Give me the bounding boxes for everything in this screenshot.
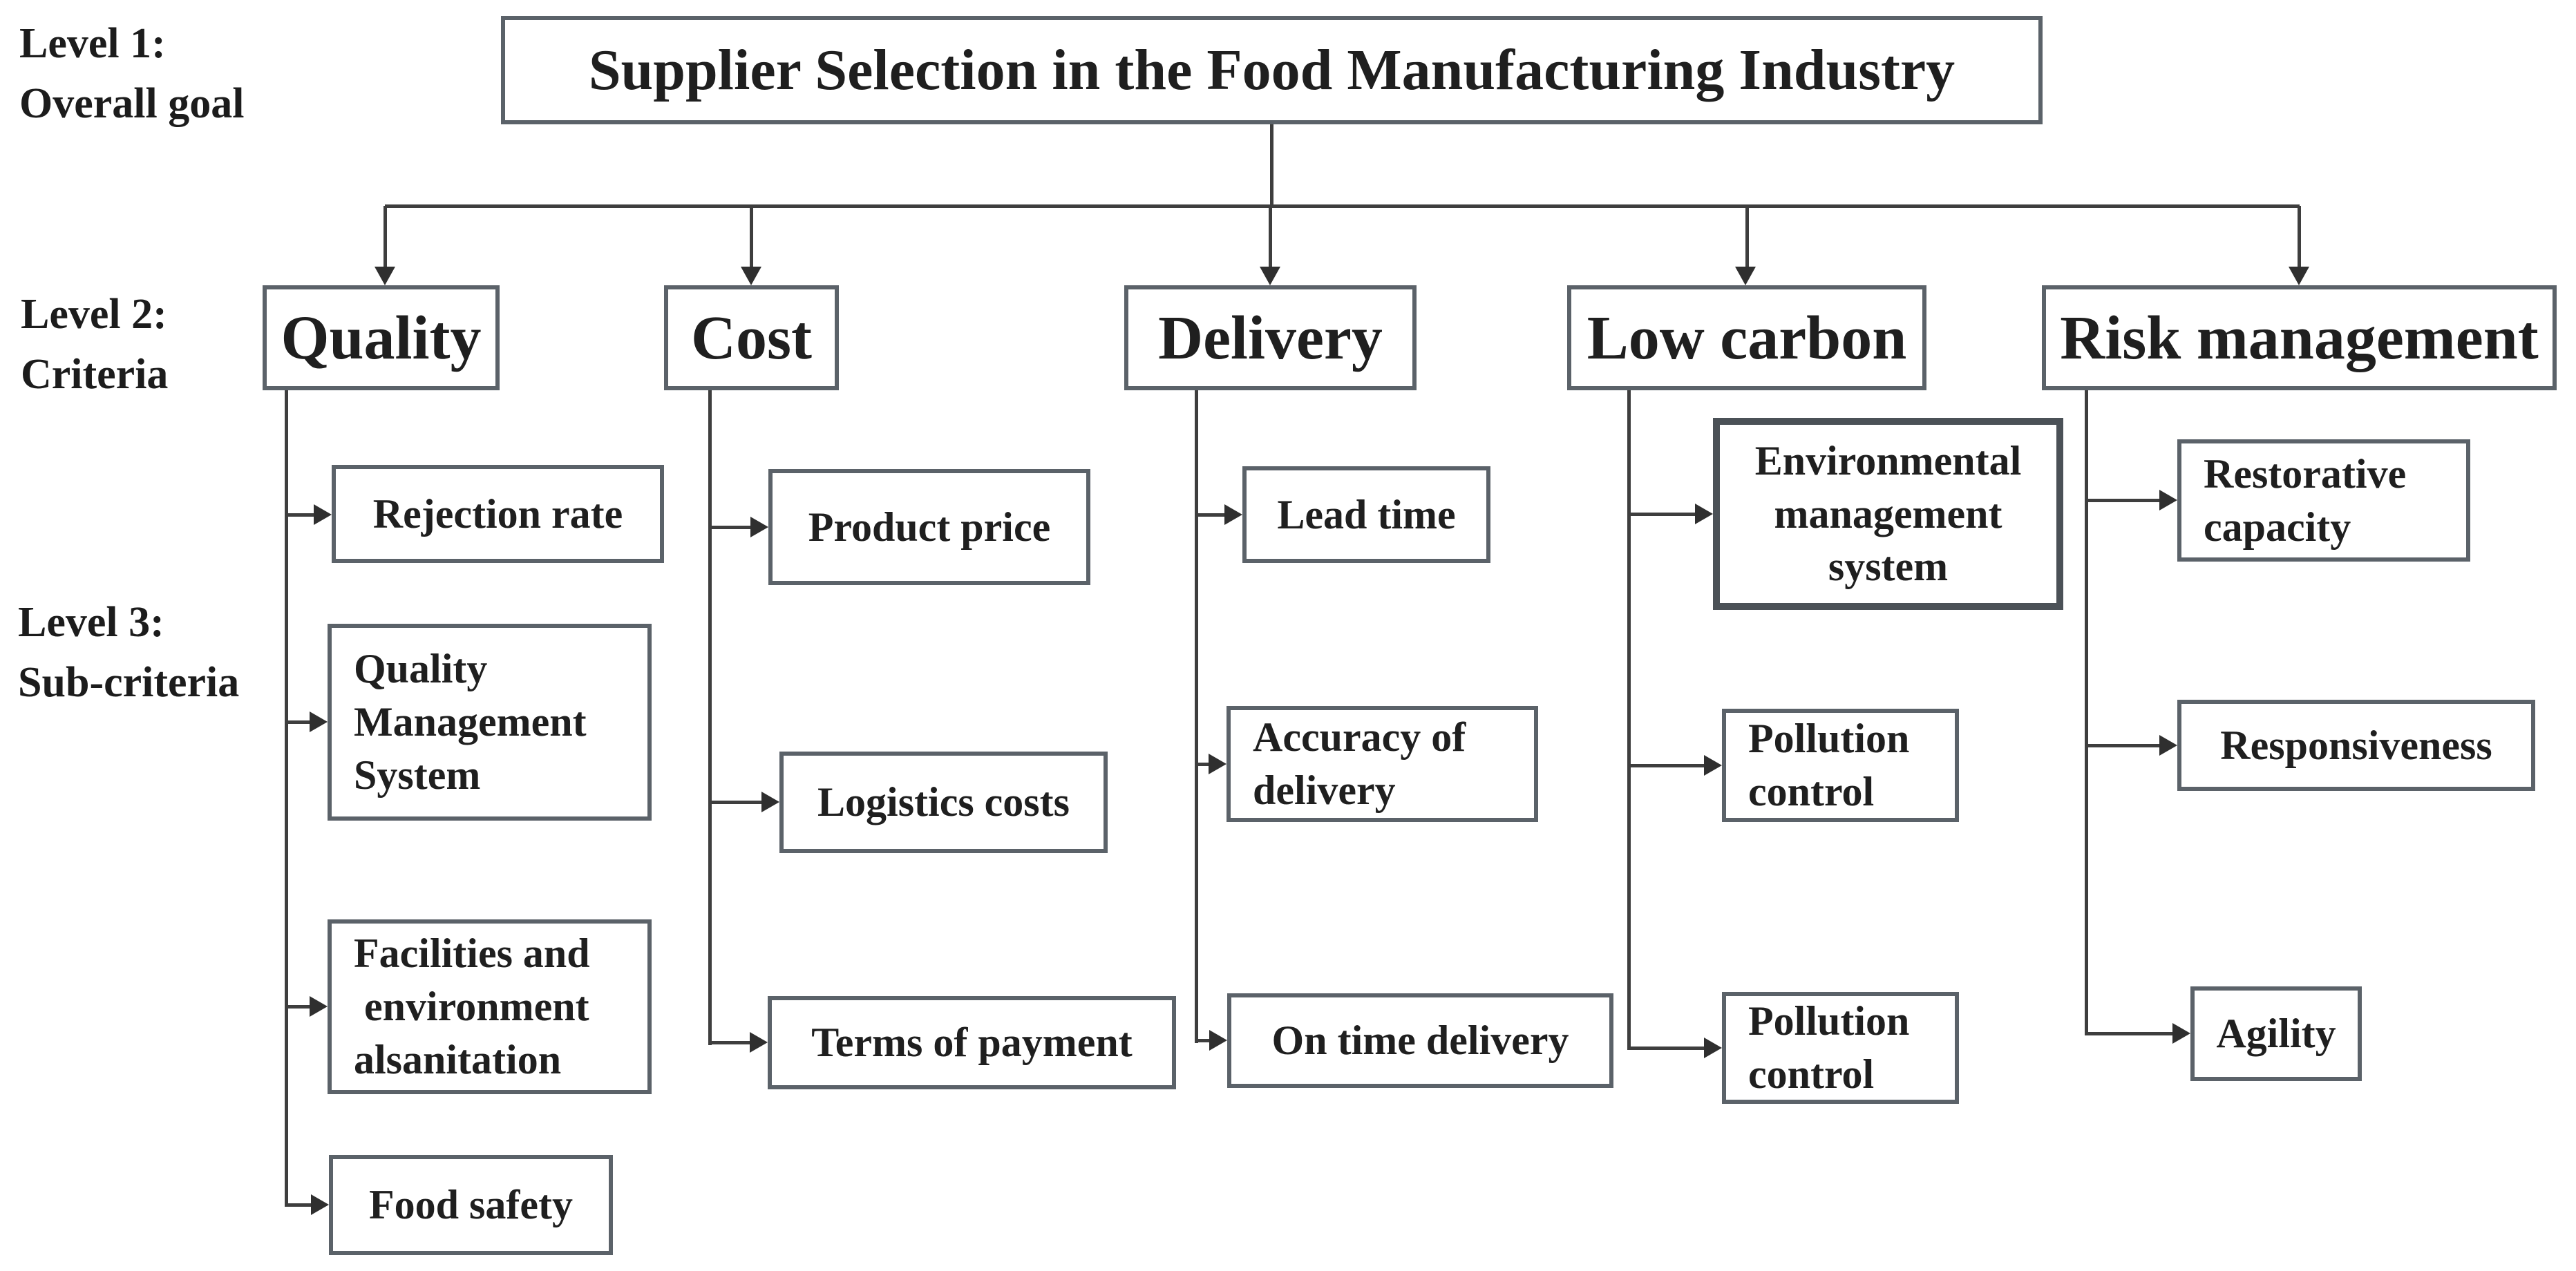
sub-box-terms-of-payment: Terms of payment (768, 996, 1176, 1089)
arrow-right-icon (310, 711, 328, 732)
criteria-label: Low carbon (1587, 303, 1907, 372)
arrow-down-icon (1735, 267, 1756, 285)
sub-box-rejection-rate: Rejection rate (332, 465, 664, 563)
goal-label: Supplier Selection in the Food Manufactu… (588, 38, 1955, 102)
sub-label: Accuracy of delivery (1253, 714, 1466, 813)
arrow-right-icon (761, 792, 779, 812)
sub-box-facilities-environment-sanitation: Facilities and environment alsanitation (328, 919, 652, 1094)
connector-branch (1627, 764, 1704, 767)
sub-label: Responsiveness (2220, 722, 2492, 768)
connector-goal-drop (1270, 124, 1273, 208)
sub-box-product-price: Product price (768, 469, 1090, 585)
sub-label: Pollution control (1748, 716, 1910, 814)
arrow-down-icon (2289, 267, 2309, 285)
sub-label: Rejection rate (372, 490, 623, 537)
sub-box-agility: Agility (2190, 986, 2362, 1081)
connector-drop-risk (2298, 206, 2301, 267)
sub-label: Quality Management System (354, 646, 587, 798)
connector-branch (2085, 1032, 2172, 1035)
arrow-right-icon (310, 996, 328, 1017)
arrow-right-icon (1704, 755, 1722, 776)
sub-box-quality-management-system: Quality Management System (328, 624, 652, 821)
connector-branch (708, 526, 750, 529)
connector-branch (1195, 513, 1224, 517)
criteria-label: Cost (691, 303, 812, 372)
goal-box: Supplier Selection in the Food Manufactu… (501, 16, 2043, 124)
sub-label: Facilities and environment alsanitation (354, 930, 590, 1082)
connector-branch (285, 1203, 311, 1207)
sub-box-restorative-capacity: Restorative capacity (2177, 439, 2470, 562)
arrow-right-icon (2159, 490, 2177, 510)
arrow-right-icon (2159, 735, 2177, 756)
criteria-box-delivery: Delivery (1124, 285, 1417, 390)
connector-branch (1627, 1047, 1704, 1050)
arrow-down-icon (1260, 267, 1280, 285)
sub-label: Logistics costs (817, 779, 1070, 825)
sub-box-pollution-control-2: Pollution control (1722, 992, 1959, 1104)
criteria-label: Quality (281, 303, 482, 372)
arrow-right-icon (311, 1194, 329, 1215)
criteria-box-low-carbon: Low carbon (1567, 285, 1926, 390)
criteria-box-risk-management: Risk management (2042, 285, 2557, 390)
criteria-box-cost: Cost (664, 285, 839, 390)
connector-trunk-delivery (1195, 390, 1198, 1043)
connector-branch (285, 513, 314, 517)
connector-trunk-lowcarbon (1627, 390, 1631, 1050)
arrow-right-icon (1209, 754, 1227, 774)
sub-box-environmental-management-system: Environmental management system (1713, 418, 2063, 610)
sub-label: Restorative capacity (2204, 450, 2407, 550)
arrow-right-icon (314, 504, 332, 525)
connector-trunk-cost (708, 390, 712, 1045)
connector-branch (285, 1005, 310, 1009)
arrow-right-icon (750, 517, 768, 537)
arrow-down-icon (375, 267, 395, 285)
sub-box-on-time-delivery: On time delivery (1227, 993, 1613, 1088)
connector-branch (1195, 763, 1209, 766)
sub-box-pollution-control-1: Pollution control (1722, 709, 1959, 822)
arrow-right-icon (1224, 504, 1242, 525)
connector-branch (1627, 513, 1695, 516)
connector-trunk-risk (2085, 390, 2088, 1035)
sub-box-accuracy-of-delivery: Accuracy of delivery (1227, 706, 1538, 822)
sub-label: Terms of payment (811, 1020, 1133, 1066)
arrow-right-icon (1209, 1030, 1227, 1051)
arrow-right-icon (1704, 1038, 1722, 1058)
level2-label: Level 2: Criteria (21, 291, 169, 398)
criteria-box-quality: Quality (263, 285, 500, 390)
connector-branch (2085, 744, 2159, 747)
connector-branch (708, 1041, 750, 1044)
sub-box-food-safety: Food safety (329, 1155, 613, 1255)
connector-trunk-quality (285, 390, 288, 1207)
criteria-label: Risk management (2060, 303, 2539, 372)
connector-drop-delivery (1269, 206, 1272, 267)
connector-branch (285, 720, 310, 724)
sub-box-responsiveness: Responsiveness (2177, 700, 2535, 791)
arrow-right-icon (2172, 1023, 2190, 1044)
level3-label: Level 3: Sub-criteria (18, 599, 240, 706)
connector-branch (1195, 1039, 1209, 1042)
arrow-down-icon (741, 267, 761, 285)
arrow-right-icon (1695, 504, 1713, 524)
connector-top-horizontal (385, 204, 2300, 208)
arrow-right-icon (750, 1032, 768, 1053)
sub-box-lead-time: Lead time (1242, 466, 1490, 563)
sub-label: Food safety (369, 1182, 573, 1228)
connector-drop-lowcarbon (1745, 206, 1749, 267)
level1-label: Level 1: Overall goal (19, 20, 245, 127)
sub-label: Pollution control (1748, 998, 1910, 1097)
connector-branch (708, 801, 761, 804)
sub-label: Lead time (1277, 491, 1456, 537)
sub-label: Environmental management system (1754, 437, 2022, 590)
connector-branch (2085, 499, 2159, 502)
criteria-label: Delivery (1158, 303, 1383, 372)
sub-label: Agility (2216, 1011, 2336, 1057)
connector-drop-cost (750, 206, 753, 267)
sub-label: Product price (808, 504, 1051, 550)
connector-drop-quality (383, 206, 387, 267)
sub-box-logistics-costs: Logistics costs (779, 752, 1108, 853)
sub-label: On time delivery (1271, 1017, 1569, 1064)
